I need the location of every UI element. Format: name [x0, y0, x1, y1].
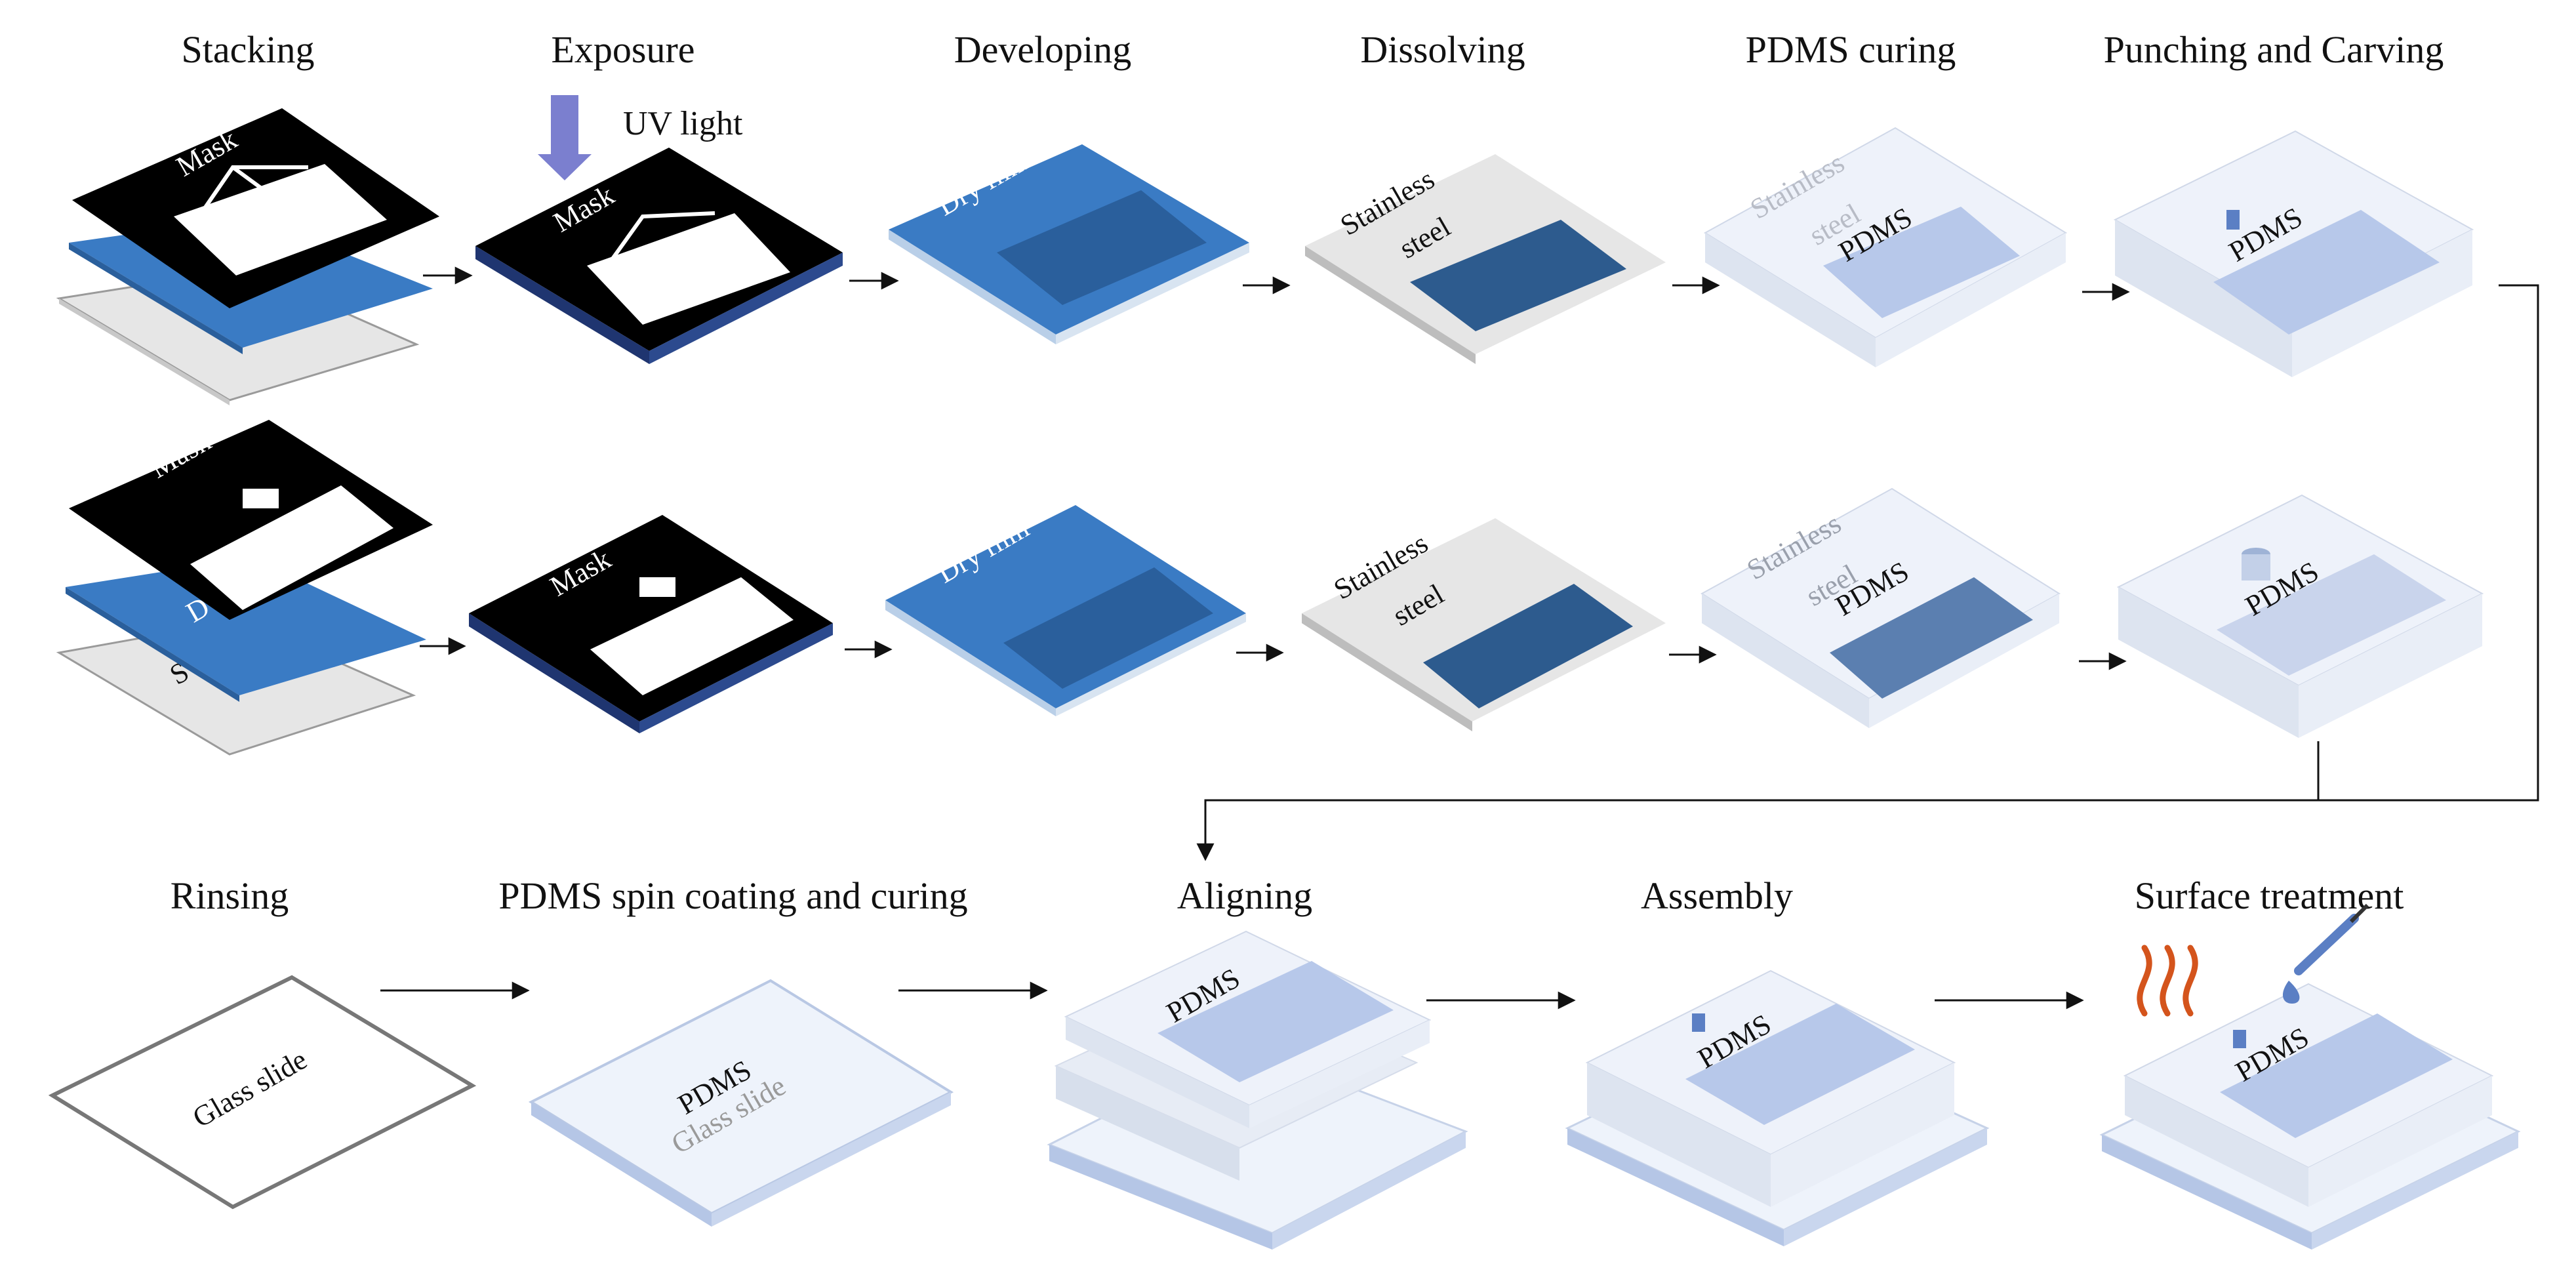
stacking-stack-bottom: S D Mask [56, 420, 433, 756]
title-dissolving: Dissolving [1360, 28, 1525, 71]
title-assembly: Assembly [1641, 874, 1793, 917]
row2-arrows [420, 637, 2127, 670]
stacking-stack-top: Mask [56, 108, 439, 405]
aligning-assembly: PDMS [1047, 930, 1468, 1250]
exposure-mask-top: UV light Mask [475, 95, 843, 364]
uv-light-label: UV light [623, 105, 743, 142]
title-aligning: Aligning [1177, 874, 1312, 917]
developing-dry-film-bottom: Dry film [885, 505, 1246, 716]
pdms-curing-block-top: Stainless steel PDMS [1704, 127, 2067, 367]
exposure-mask-bottom: Mask [469, 515, 833, 733]
title-surface-treatment: Surface treatment [2135, 874, 2404, 917]
title-pdms-curing: PDMS curing [1746, 28, 1956, 71]
connector-lines [1196, 284, 2539, 861]
title-punching-carving: Punching and Carving [2104, 28, 2444, 71]
developing-dry-film-top: Dry film [889, 144, 1249, 344]
spin-coating-slide: PDMS Glass slide [528, 979, 954, 1227]
title-rinsing: Rinsing [171, 874, 289, 917]
assembly-device: PDMS [1565, 969, 1990, 1246]
punch-port-icon [2226, 210, 2240, 230]
dissolving-steel-top: Stainless steel [1305, 154, 1666, 364]
dissolving-steel-bottom: Stainless steel [1302, 518, 1666, 731]
punching-block-bottom: PDMS [2116, 494, 2484, 738]
rinsing-glass-slide: Glass slide [48, 975, 477, 1210]
mask-pattern-dots [174, 164, 387, 275]
row3-arrows [380, 981, 2084, 1010]
title-exposure: Exposure [551, 28, 694, 71]
title-developing: Developing [954, 28, 1132, 71]
step-titles: Stacking Exposure Developing Dissolving … [171, 28, 2444, 917]
row1-arrows [423, 266, 2130, 301]
flame-icon [2137, 945, 2198, 1017]
title-spin-coating: PDMS spin coating and curing [498, 874, 967, 917]
title-stacking: Stacking [182, 28, 315, 71]
pdms-curing-block-bottom: Stainless steel PDMS [1701, 487, 2061, 728]
surface-treatment-device: PDMS [2099, 903, 2521, 1250]
uv-arrow [538, 154, 592, 180]
dropper-icon [2282, 903, 2369, 1004]
punching-block-top: PDMS [2113, 130, 2474, 377]
